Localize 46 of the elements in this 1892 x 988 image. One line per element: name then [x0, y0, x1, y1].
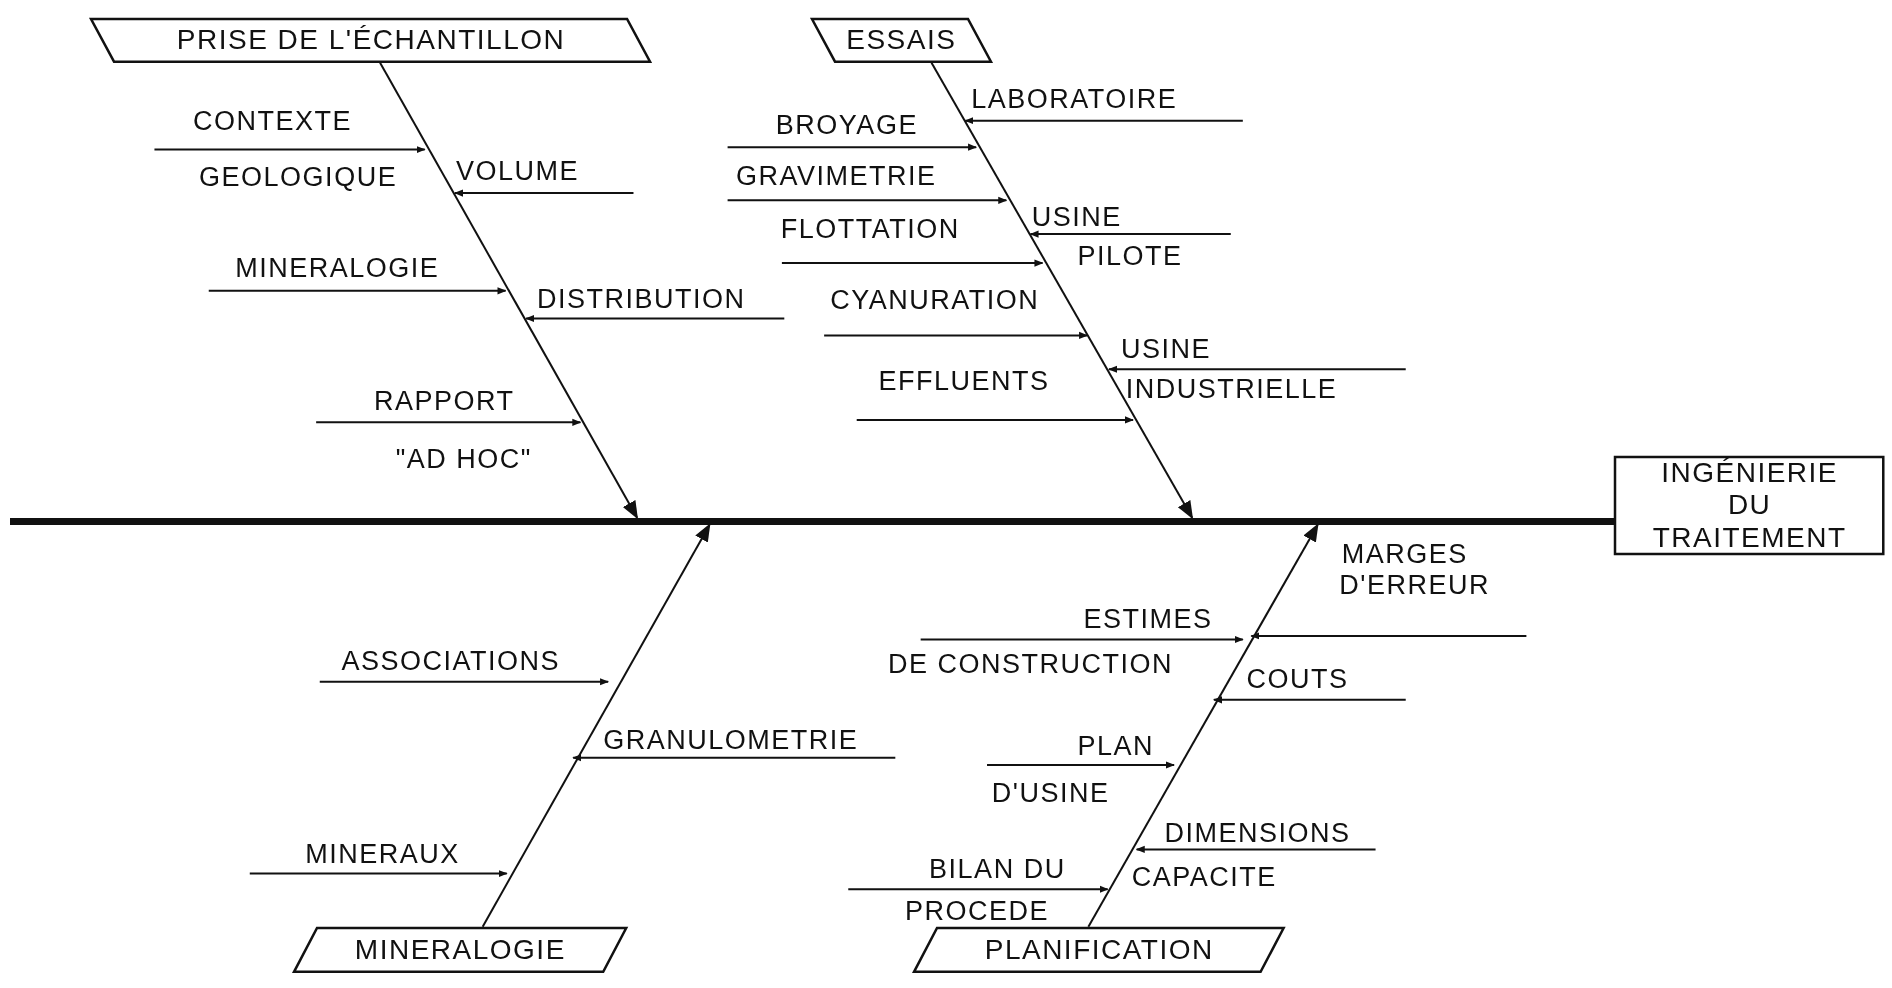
- cause-label: GRAVIMETRIE: [736, 162, 937, 190]
- cause-label: D'USINE: [991, 779, 1110, 807]
- cause-label: GRANULOMETRIE: [603, 726, 859, 754]
- cause-label: COUTS: [1246, 665, 1349, 693]
- cause-label: INDUSTRIELLE: [1125, 375, 1338, 403]
- cause-label: LABORATOIRE: [971, 85, 1178, 113]
- cause-label: ESTIMES: [1083, 605, 1213, 633]
- cause-label: D'ERREUR: [1339, 571, 1491, 599]
- cause-label: BILAN DU: [929, 855, 1066, 883]
- cause-label: CAPACITE: [1131, 863, 1277, 891]
- category-box: [810, 18, 992, 63]
- cause-label: BROYAGE: [775, 112, 918, 139]
- cause-label: ASSOCIATIONS: [341, 647, 560, 675]
- effect-box: [1614, 456, 1885, 556]
- bone-arrow: [930, 61, 1194, 520]
- category-box: [90, 18, 652, 63]
- category-box: [913, 926, 1286, 973]
- category-label: ESSAIS: [846, 24, 957, 57]
- cause-label: FLOTTATION: [780, 215, 960, 243]
- cause-label: DISTRIBUTION: [536, 285, 746, 313]
- cause-label: PROCEDE: [904, 897, 1049, 925]
- cause-label: DIMENSIONS: [1164, 819, 1351, 847]
- cause-label: USINE: [1031, 203, 1122, 231]
- cause-label: GEOLOGIQUE: [199, 163, 398, 191]
- effect-label: INGÉNIERIE DU TRAITEMENT: [1651, 457, 1848, 554]
- category-box: [293, 926, 628, 973]
- cause-label: MINERALOGIE: [235, 254, 440, 282]
- category-label: PRISE DE L'ÉCHANTILLON: [176, 24, 566, 57]
- cause-label: "AD HOC": [395, 445, 532, 472]
- cause-label: DE CONSTRUCTION: [888, 650, 1174, 678]
- bone-arrow: [379, 61, 639, 520]
- cause-label: PILOTE: [1077, 242, 1183, 270]
- cause-label: PLAN: [1077, 732, 1155, 760]
- cause-label: USINE: [1120, 335, 1211, 363]
- category-label: PLANIFICATION: [984, 933, 1214, 966]
- cause-label: MARGES: [1341, 540, 1468, 568]
- category-label: MINERALOGIE: [354, 933, 566, 966]
- cause-label: CYANURATION: [830, 286, 1040, 314]
- spine-bar: [9, 517, 1615, 525]
- cause-label: EFFLUENTS: [878, 367, 1050, 395]
- cause-label: RAPPORT: [374, 387, 515, 415]
- cause-label: CONTEXTE: [193, 107, 353, 135]
- bone-arrow: [481, 523, 711, 928]
- cause-label: MINERAUX: [305, 840, 460, 868]
- cause-label: VOLUME: [456, 157, 580, 185]
- bone-arrow: [1087, 523, 1319, 928]
